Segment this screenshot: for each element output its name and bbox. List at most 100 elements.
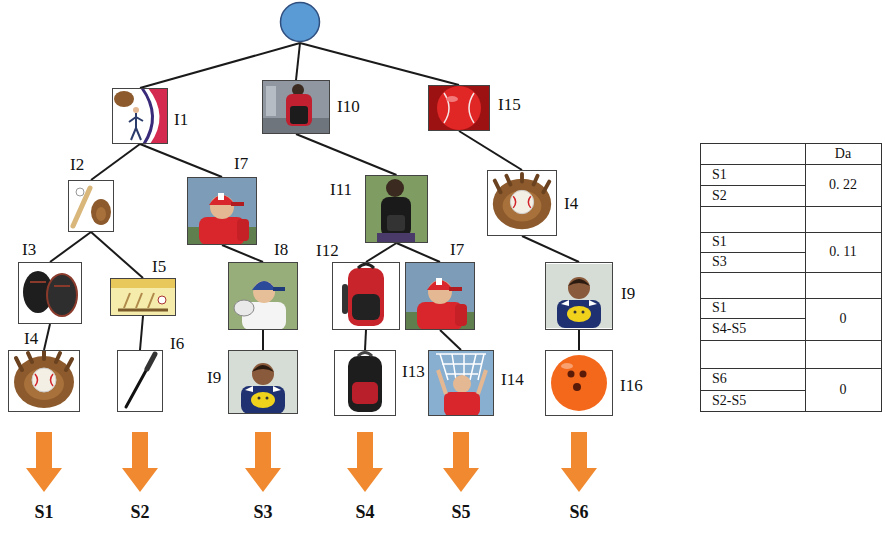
image-sports-poster — [112, 88, 168, 144]
image-bat-and-glove-part — [73, 188, 90, 226]
image-label: I4 — [23, 329, 39, 349]
table-cell: 0. 11 — [829, 244, 856, 260]
image-backpack-part — [358, 353, 372, 357]
image-boy-blue-cap-part — [228, 262, 298, 330]
image-backpack-street-part — [286, 94, 312, 126]
image-boy-red-cap — [405, 262, 475, 330]
image-label: I7 — [233, 154, 249, 174]
tree-connector — [140, 316, 143, 350]
result-label: S4 — [355, 502, 374, 522]
image-bat-and-glove — [68, 180, 114, 232]
image-bowling-ball-part — [568, 371, 575, 378]
tree-connector — [262, 330, 264, 350]
image-red-ball — [428, 85, 490, 131]
image-red-backpack-part — [342, 284, 348, 314]
image-box: I16 — [545, 350, 613, 416]
image-black-backpack — [365, 175, 428, 243]
image-red-ball-part — [444, 93, 474, 123]
image-boy-blue-cap-part — [252, 281, 276, 290]
result-label: S2 — [130, 502, 149, 522]
image-red-backpack — [332, 262, 400, 330]
tree-connector — [440, 330, 461, 350]
image-box: I6 — [117, 350, 163, 412]
table-cell: S1 — [712, 300, 727, 316]
image-bowling-ball — [545, 350, 613, 416]
image-label: I5 — [151, 257, 167, 277]
image-bat-and-glove-part — [68, 180, 114, 232]
table-cell: 0 — [840, 382, 847, 398]
image-bat — [117, 350, 163, 412]
image-backpack-street-part — [266, 86, 276, 116]
image-box: I4 — [487, 170, 557, 236]
image-red-backpack-part — [358, 264, 374, 268]
tree-connector — [397, 243, 441, 262]
image-label: I16 — [619, 376, 644, 396]
image-label: I14 — [500, 370, 525, 390]
image-glove — [487, 173, 557, 233]
image-backpack-part — [334, 350, 396, 416]
image-black-gloves — [18, 262, 82, 324]
image-box: I4 — [8, 350, 80, 412]
result-label: S3 — [253, 502, 272, 522]
image-label: I3 — [21, 240, 37, 260]
image-red-backpack-part — [348, 268, 384, 326]
image-box: I11 — [365, 175, 428, 243]
image-label: I2 — [69, 155, 85, 175]
table-cell: 0. 22 — [829, 177, 857, 193]
image-boy-ball — [229, 350, 297, 414]
image-black-gloves-part — [18, 262, 82, 324]
image-bat-rack-part — [158, 296, 166, 304]
tree-connector — [222, 245, 263, 262]
tree-connector — [91, 144, 140, 180]
image-box: I13 — [334, 350, 396, 416]
tree-connector — [296, 134, 397, 175]
image-label: I15 — [497, 95, 522, 115]
table-cell: S2-S5 — [712, 393, 746, 409]
image-red-backpack-part — [352, 294, 380, 320]
image-boy-blue-cap-part — [253, 281, 275, 303]
image-black-backpack-part — [365, 175, 428, 243]
image-sports-poster-part — [142, 88, 153, 144]
image-box: I14 — [428, 350, 494, 416]
image-backpack-street-part — [262, 80, 330, 134]
image-label: I6 — [169, 334, 185, 354]
tree-connector — [91, 232, 143, 278]
image-boy-blue-cap-part — [273, 287, 285, 291]
result-arrows-part — [347, 432, 383, 492]
image-red-backpack-part — [332, 262, 400, 330]
result-arrows-part — [561, 432, 597, 492]
table-cell: S6 — [712, 371, 727, 387]
table-cell: S4-S5 — [712, 321, 746, 337]
image-boy-ball — [545, 264, 613, 328]
image-glove — [8, 350, 80, 412]
image-bat-and-glove-part — [91, 199, 111, 225]
table-grid-part — [700, 165, 882, 369]
image-bowling-ball-part — [580, 371, 587, 378]
tree-connector — [44, 324, 50, 350]
result-label: S6 — [569, 502, 588, 522]
image-box: I12 — [332, 262, 400, 330]
image-box: I7 — [187, 177, 257, 245]
image-box: I15 — [428, 85, 490, 131]
image-bat-rack-part — [124, 293, 154, 308]
image-basketball-net — [428, 350, 494, 416]
image-bat-rack-part — [110, 278, 176, 288]
table-grid-part — [805, 143, 806, 412]
table-grid — [700, 143, 882, 412]
image-bat-part — [147, 354, 155, 369]
image-box: I2 — [68, 180, 114, 232]
image-backpack — [334, 350, 396, 416]
result-arrows-part — [122, 432, 158, 492]
image-bat-rack — [110, 278, 176, 316]
table-cell: Da — [835, 146, 851, 162]
image-basketball-net-part — [453, 375, 471, 393]
image-sports-poster-part — [114, 91, 134, 107]
image-box: I5 — [110, 278, 176, 316]
image-black-backpack-part — [386, 179, 404, 197]
image-backpack-street-part — [290, 106, 308, 124]
image-label: I10 — [336, 97, 361, 117]
image-sports-poster-part — [133, 107, 139, 113]
image-bowling-ball-part — [573, 383, 581, 391]
